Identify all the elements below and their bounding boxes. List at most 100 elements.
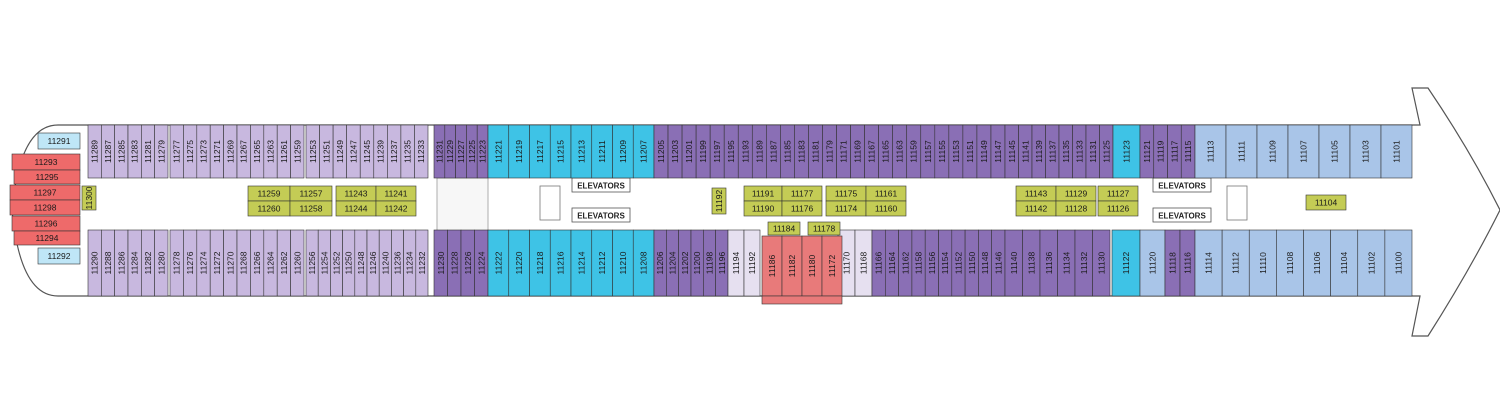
cabin-11155[interactable]: 11155 bbox=[934, 124, 950, 179]
cabin-11150[interactable]: 11150 bbox=[964, 229, 979, 297]
cabin-11201[interactable]: 11201 bbox=[681, 124, 697, 179]
cabin-11135[interactable]: 11135 bbox=[1058, 124, 1073, 179]
cabin-11277[interactable]: 11277 bbox=[169, 124, 184, 179]
cabin-11200[interactable]: 11200 bbox=[690, 229, 704, 297]
cabin-11153[interactable]: 11153 bbox=[948, 124, 964, 179]
cabin-11280[interactable]: 11280 bbox=[154, 229, 169, 297]
cabin-11177[interactable]: 11177 bbox=[781, 185, 823, 202]
cabin-11249[interactable]: 11249 bbox=[332, 124, 347, 179]
cabin-11163[interactable]: 11163 bbox=[892, 124, 908, 179]
cabin-11215[interactable]: 11215 bbox=[549, 124, 572, 179]
cabin-11246[interactable]: 11246 bbox=[366, 229, 380, 297]
cabin-11232[interactable]: 11232 bbox=[415, 229, 429, 297]
cabin-11127[interactable]: 11127 bbox=[1097, 185, 1139, 202]
cabin-11140[interactable]: 11140 bbox=[1004, 229, 1023, 297]
cabin-11242[interactable]: 11242 bbox=[375, 200, 417, 217]
cabin-11230[interactable]: 11230 bbox=[433, 229, 448, 297]
cabin-11169[interactable]: 11169 bbox=[850, 124, 865, 179]
cabin-11109[interactable]: 11109 bbox=[1256, 124, 1289, 179]
cabin-11132[interactable]: 11132 bbox=[1074, 229, 1093, 297]
cabin-11158[interactable]: 11158 bbox=[911, 229, 926, 297]
cabin-11156[interactable]: 11156 bbox=[924, 229, 939, 297]
cabin-11257[interactable]: 11257 bbox=[289, 185, 333, 202]
cabin-11126[interactable]: 11126 bbox=[1097, 200, 1139, 217]
cabin-11250[interactable]: 11250 bbox=[342, 229, 356, 297]
cabin-11179[interactable]: 11179 bbox=[822, 124, 837, 179]
cabin-11184[interactable]: 11184 bbox=[767, 221, 801, 236]
cabin-11149[interactable]: 11149 bbox=[976, 124, 992, 179]
cabin-11172[interactable]: 11172 bbox=[821, 235, 843, 297]
cabin-11137[interactable]: 11137 bbox=[1045, 124, 1060, 179]
cabin-11270[interactable]: 11270 bbox=[223, 229, 238, 297]
cabin-11260[interactable]: 11260 bbox=[247, 200, 291, 217]
cabin-11131[interactable]: 11131 bbox=[1085, 124, 1100, 179]
cabin-11212[interactable]: 11212 bbox=[591, 229, 613, 297]
cabin-11157[interactable]: 11157 bbox=[920, 124, 936, 179]
cabin-11213[interactable]: 11213 bbox=[570, 124, 593, 179]
cabin-11204[interactable]: 11204 bbox=[666, 229, 679, 297]
cabin-11236[interactable]: 11236 bbox=[391, 229, 404, 297]
cabin-11159[interactable]: 11159 bbox=[906, 124, 922, 179]
cabin-11122[interactable]: 11122 bbox=[1111, 229, 1141, 297]
cabin-11296[interactable]: 11296 bbox=[11, 215, 81, 232]
cabin-11259[interactable]: 11259 bbox=[247, 185, 291, 202]
cabin-11275[interactable]: 11275 bbox=[183, 124, 198, 179]
cabin-11293[interactable]: 11293 bbox=[11, 153, 81, 171]
cabin-11168[interactable]: 11168 bbox=[854, 229, 873, 297]
cabin-11283[interactable]: 11283 bbox=[127, 124, 142, 179]
cabin-11274[interactable]: 11274 bbox=[196, 229, 211, 297]
cabin-11113[interactable]: 11113 bbox=[1194, 124, 1227, 179]
cabin-11106[interactable]: 11106 bbox=[1303, 229, 1331, 297]
cabin-11228[interactable]: 11228 bbox=[447, 229, 462, 297]
cabin-11185[interactable]: 11185 bbox=[780, 124, 795, 179]
cabin-11217[interactable]: 11217 bbox=[529, 124, 551, 179]
cabin-11279[interactable]: 11279 bbox=[154, 124, 169, 179]
cabin-11294[interactable]: 11294 bbox=[13, 230, 81, 246]
cabin-11114[interactable]: 11114 bbox=[1194, 229, 1223, 297]
cabin-11253[interactable]: 11253 bbox=[305, 124, 320, 179]
cabin-11289[interactable]: 11289 bbox=[87, 124, 102, 179]
cabin-11145[interactable]: 11145 bbox=[1004, 124, 1019, 179]
cabin-11298[interactable]: 11298 bbox=[9, 199, 81, 216]
cabin-11193[interactable]: 11193 bbox=[737, 124, 753, 179]
cabin-11112[interactable]: 11112 bbox=[1221, 229, 1250, 297]
cabin-11284[interactable]: 11284 bbox=[127, 229, 142, 297]
cabin-11286[interactable]: 11286 bbox=[114, 229, 129, 297]
cabin-11252[interactable]: 11252 bbox=[330, 229, 343, 297]
cabin-11241[interactable]: 11241 bbox=[375, 185, 417, 202]
cabin-11262[interactable]: 11262 bbox=[276, 229, 291, 297]
cabin-11272[interactable]: 11272 bbox=[209, 229, 224, 297]
cabin-11248[interactable]: 11248 bbox=[354, 229, 368, 297]
cabin-11143[interactable]: 11143 bbox=[1015, 185, 1057, 202]
cabin-11174[interactable]: 11174 bbox=[825, 200, 867, 217]
cabin-11233[interactable]: 11233 bbox=[414, 124, 429, 179]
cabin-11166[interactable]: 11166 bbox=[871, 229, 886, 297]
cabin-11118[interactable]: 11118 bbox=[1164, 229, 1181, 297]
cabin-11116[interactable]: 11116 bbox=[1179, 229, 1196, 297]
cabin-11282[interactable]: 11282 bbox=[141, 229, 155, 297]
cabin-11291[interactable]: 11291 bbox=[37, 132, 81, 150]
cabin-11107[interactable]: 11107 bbox=[1287, 124, 1320, 179]
cabin-11165[interactable]: 11165 bbox=[878, 124, 893, 179]
cabin-11256[interactable]: 11256 bbox=[305, 229, 319, 297]
cabin-11195[interactable]: 11195 bbox=[723, 124, 739, 179]
cabin-11258[interactable]: 11258 bbox=[289, 200, 333, 217]
cabin-11103[interactable]: 11103 bbox=[1349, 124, 1382, 179]
cabin-11130[interactable]: 11130 bbox=[1092, 229, 1111, 297]
cabin-11167[interactable]: 11167 bbox=[864, 124, 879, 179]
cabin-11269[interactable]: 11269 bbox=[223, 124, 238, 179]
cabin-11240[interactable]: 11240 bbox=[378, 229, 392, 297]
cabin-11178[interactable]: 11178 bbox=[807, 221, 841, 236]
cabin-11161[interactable]: 11161 bbox=[865, 185, 907, 202]
cabin-11120[interactable]: 11120 bbox=[1139, 229, 1166, 297]
cabin-11290[interactable]: 11290 bbox=[87, 229, 102, 297]
cabin-11134[interactable]: 11134 bbox=[1057, 229, 1076, 297]
cabin-11202[interactable]: 11202 bbox=[678, 229, 692, 297]
cabin-11194[interactable]: 11194 bbox=[727, 229, 745, 297]
cabin-11141[interactable]: 11141 bbox=[1018, 124, 1033, 179]
cabin-11254[interactable]: 11254 bbox=[317, 229, 331, 297]
cabin-11152[interactable]: 11152 bbox=[951, 229, 966, 297]
cabin-11175[interactable]: 11175 bbox=[825, 185, 867, 202]
cabin-11123[interactable]: 11123 bbox=[1112, 124, 1141, 179]
cabin-11251[interactable]: 11251 bbox=[319, 124, 334, 179]
